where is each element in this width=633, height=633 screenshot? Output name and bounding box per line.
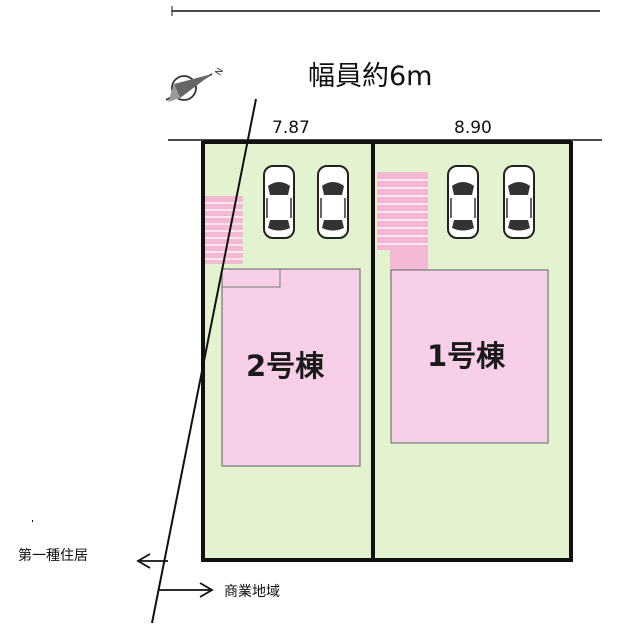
stairs-2: [205, 196, 243, 264]
building-1-label: 1号棟: [427, 339, 506, 373]
compass-north-mark: N: [214, 67, 226, 78]
car-icon: [317, 165, 349, 239]
zoning-label-right: 商業地域: [224, 584, 280, 600]
building-2-label: 2号棟: [246, 349, 325, 383]
frontage-dimension-right: 8.90: [454, 118, 492, 138]
building-1: [390, 269, 549, 444]
arrow-right-icon: [158, 582, 214, 598]
car-icon: [263, 165, 295, 239]
frontage-dimension-left: 7.87: [272, 118, 310, 138]
zoning-boundary-line: [151, 98, 257, 624]
car-icon: [447, 165, 479, 239]
arrow-left-icon: [136, 553, 168, 569]
zoning-label-left: 第一種住居: [18, 548, 88, 564]
car-icon: [503, 165, 535, 239]
compass-icon: [165, 73, 213, 102]
building-2: [221, 268, 361, 467]
road-width-label: 幅員約6m: [308, 61, 433, 92]
